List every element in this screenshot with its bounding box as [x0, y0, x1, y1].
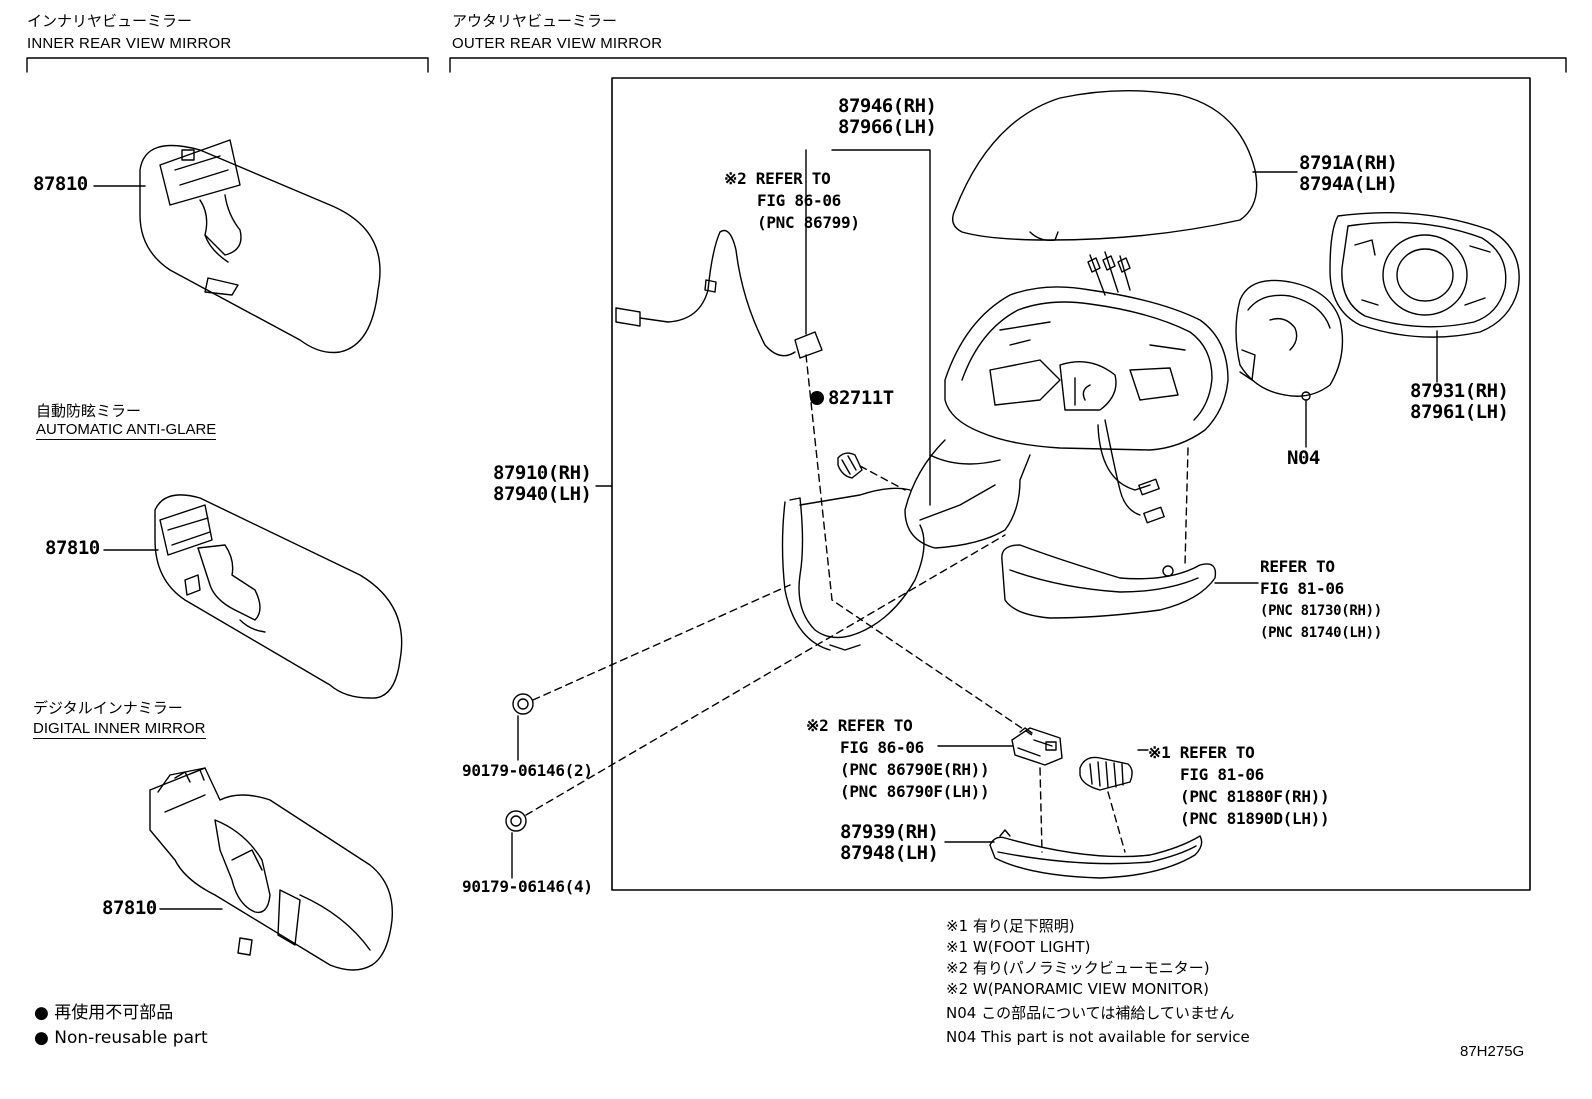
clip-drawing — [837, 452, 863, 479]
ref-86799-line1[interactable]: ※2 REFER TO — [724, 169, 831, 188]
part-87966-lh[interactable]: 87966(LH) — [838, 116, 937, 138]
legend-en-text: Non-reusable part — [54, 1028, 208, 1048]
ref-81730-line2[interactable]: FIG 81-06 — [1260, 579, 1344, 598]
ref-81880-line2[interactable]: FIG 81-06 — [1180, 765, 1264, 784]
note-4: ※2 W(PANORAMIC VIEW MONITOR) — [946, 980, 1210, 998]
inner-mirror-2-drawing — [154, 494, 403, 699]
ref-86799-line3[interactable]: (PNC 86799) — [757, 213, 860, 232]
ref-81730-line1[interactable]: REFER TO — [1260, 557, 1335, 576]
ref-86790-line1[interactable]: ※2 REFER TO — [806, 716, 913, 735]
mirror-actuator-drawing — [1235, 279, 1344, 401]
note-5: N04 この部品については補給していません — [946, 1004, 1235, 1022]
camera-drawing — [1011, 727, 1063, 766]
mirror-housing-drawing — [904, 251, 1229, 549]
ref-81730-line3[interactable]: (PNC 81730(RH)) — [1260, 603, 1382, 619]
part-87961-lh[interactable]: 87961(LH) — [1410, 401, 1509, 423]
inner-mirror-header-en: INNER REAR VIEW MIRROR — [27, 35, 232, 52]
part-87931-rh[interactable]: 87931(RH) — [1410, 380, 1509, 402]
part-90179-06146-2[interactable]: 90179-06146(2) — [462, 761, 593, 780]
note-2: ※1 W(FOOT LIGHT) — [946, 938, 1091, 956]
part-87810-1[interactable]: 87810 — [33, 173, 88, 195]
ref-86790-line2[interactable]: FIG 86-06 — [840, 738, 924, 757]
ref-81880-line1[interactable]: ※1 REFER TO — [1148, 743, 1255, 762]
inner-section-bracket — [26, 57, 429, 73]
part-87910-rh[interactable]: 87910(RH) — [493, 462, 592, 484]
legend-en: ● Non-reusable part — [34, 1028, 208, 1048]
illustration-code: 87H275G — [1460, 1043, 1525, 1060]
digital-mirror-label-jp: デジタルインナミラー — [33, 699, 183, 717]
camera-cable-drawing — [781, 487, 925, 651]
part-87939-rh[interactable]: 87939(RH) — [840, 821, 939, 843]
mirror-cover-drawing — [952, 89, 1258, 242]
legend-jp-text: 再使用不可部品 — [54, 1003, 174, 1023]
ref-86799-line2[interactable]: FIG 86-06 — [757, 191, 841, 210]
note-1: ※1 有り(足下照明) — [946, 917, 1075, 935]
part-90179-06146-4[interactable]: 90179-06146(4) — [462, 877, 593, 896]
inner-mirror-header-jp: インナリヤビューミラー — [27, 12, 193, 30]
foot-light-drawing — [1079, 756, 1133, 791]
anti-glare-label-en: AUTOMATIC ANTI-GLARE — [36, 421, 217, 440]
digital-mirror-label-en: DIGITAL INNER MIRROR — [33, 720, 206, 739]
part-8794a-lh[interactable]: 8794A(LH) — [1299, 173, 1398, 195]
non-reusable-mark — [810, 391, 824, 405]
part-87810-3[interactable]: 87810 — [102, 897, 157, 919]
part-87810-2[interactable]: 87810 — [45, 537, 100, 559]
inner-mirror-1-drawing — [139, 139, 381, 354]
part-87948-lh[interactable]: 87948(LH) — [840, 842, 939, 864]
screw-2-drawing — [505, 810, 527, 832]
anti-glare-label-jp: 自動防眩ミラー — [36, 402, 142, 420]
outer-mirror-header-jp: アウタリヤビューミラー — [452, 12, 618, 30]
turn-lamp-drawing — [1001, 544, 1217, 619]
wire-harness-drawing — [615, 229, 823, 359]
outer-mirror-header-en: OUTER REAR VIEW MIRROR — [452, 35, 663, 52]
part-8791a-rh[interactable]: 8791A(RH) — [1299, 152, 1398, 174]
outer-mirror-box — [611, 77, 1531, 891]
mirror-glass-drawing — [1329, 211, 1520, 338]
note-3: ※2 有り(パノラミックビューモニター) — [946, 959, 1210, 977]
inner-mirror-3-drawing — [149, 767, 394, 971]
screw-1-drawing — [512, 693, 534, 715]
ref-81730-line4[interactable]: (PNC 81740(LH)) — [1260, 625, 1382, 641]
ref-81880-line4[interactable]: (PNC 81890D(LH)) — [1180, 809, 1330, 828]
part-87946-rh[interactable]: 87946(RH) — [838, 95, 937, 117]
part-n04[interactable]: N04 — [1287, 447, 1320, 469]
legend-jp: ● 再使用不可部品 — [34, 1003, 174, 1023]
part-87940-lh[interactable]: 87940(LH) — [493, 483, 592, 505]
lamp-cover-drawing — [989, 829, 1203, 879]
note-6: N04 This part is not available for servi… — [946, 1028, 1250, 1046]
part-82711t[interactable]: 82711T — [828, 387, 894, 409]
outer-section-bracket — [449, 57, 1567, 73]
ref-81880-line3[interactable]: (PNC 81880F(RH)) — [1180, 787, 1330, 806]
ref-86790-line4[interactable]: (PNC 86790F(LH)) — [840, 782, 990, 801]
ref-86790-line3[interactable]: (PNC 86790E(RH)) — [840, 760, 990, 779]
